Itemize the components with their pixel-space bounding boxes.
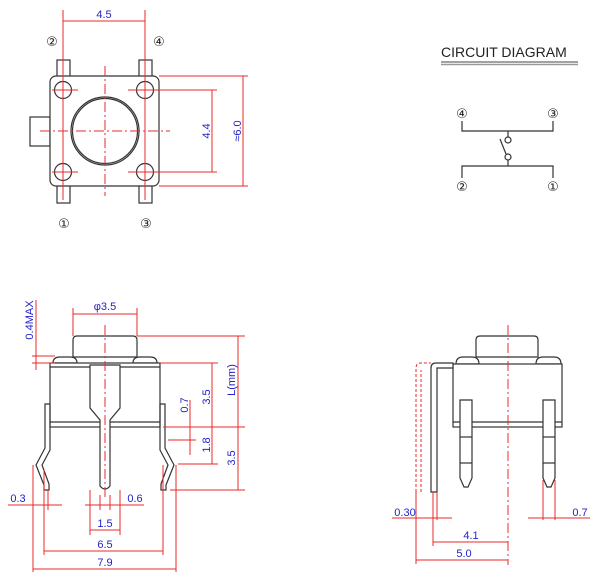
- dim-0-7-side: 0.7: [572, 507, 587, 519]
- circuit-pin-2: ②: [456, 180, 468, 195]
- front-view: φ3.5 0.4MAX L(mm) 3.5 0.7 1.8 3.5 0.3: [8, 300, 245, 572]
- dim-0-3: 0.3: [10, 493, 25, 505]
- pin-label-2: ②: [46, 35, 58, 50]
- dim-leg-height: 3.5: [226, 450, 238, 465]
- dim-length: L(mm): [226, 364, 238, 396]
- dim-1-8: 1.8: [201, 437, 213, 452]
- dim-0-6: 0.6: [127, 493, 142, 505]
- dim-4-1: 4.1: [463, 530, 478, 542]
- dim-1-5: 1.5: [97, 518, 112, 530]
- dim-5-0: 5.0: [456, 548, 471, 560]
- dim-6-5: 6.5: [97, 539, 112, 551]
- dim-7-9: 7.9: [97, 557, 112, 569]
- circuit-pin-4: ④: [456, 107, 468, 122]
- top-view: 4.5 4.4 ≈6.0 ② ④ ① ③: [29, 9, 248, 232]
- pin-label-1: ①: [58, 217, 70, 232]
- circuit-diagram: CIRCUIT DIAGRAM ④ ③ ② ①: [441, 44, 578, 195]
- circuit-pin-3: ③: [547, 107, 559, 122]
- pin-label-3: ③: [140, 217, 152, 232]
- dim-body-height: 3.5: [201, 389, 213, 404]
- pin-label-4: ④: [153, 35, 165, 50]
- dim-body: ≈6.0: [232, 120, 244, 141]
- dim-inner: 4.4: [201, 123, 213, 138]
- dim-0-7: 0.7: [179, 397, 191, 412]
- dim-cap-max: 0.4MAX: [24, 300, 36, 340]
- circuit-title: CIRCUIT DIAGRAM: [441, 44, 567, 60]
- dim-cap-diameter: φ3.5: [94, 301, 116, 313]
- side-view: 0.30 0.7 4.1 5.0: [392, 325, 590, 565]
- dim-0-30: 0.30: [394, 507, 415, 519]
- dim-pitch: 4.5: [96, 9, 111, 21]
- circuit-pin-1: ①: [547, 180, 559, 195]
